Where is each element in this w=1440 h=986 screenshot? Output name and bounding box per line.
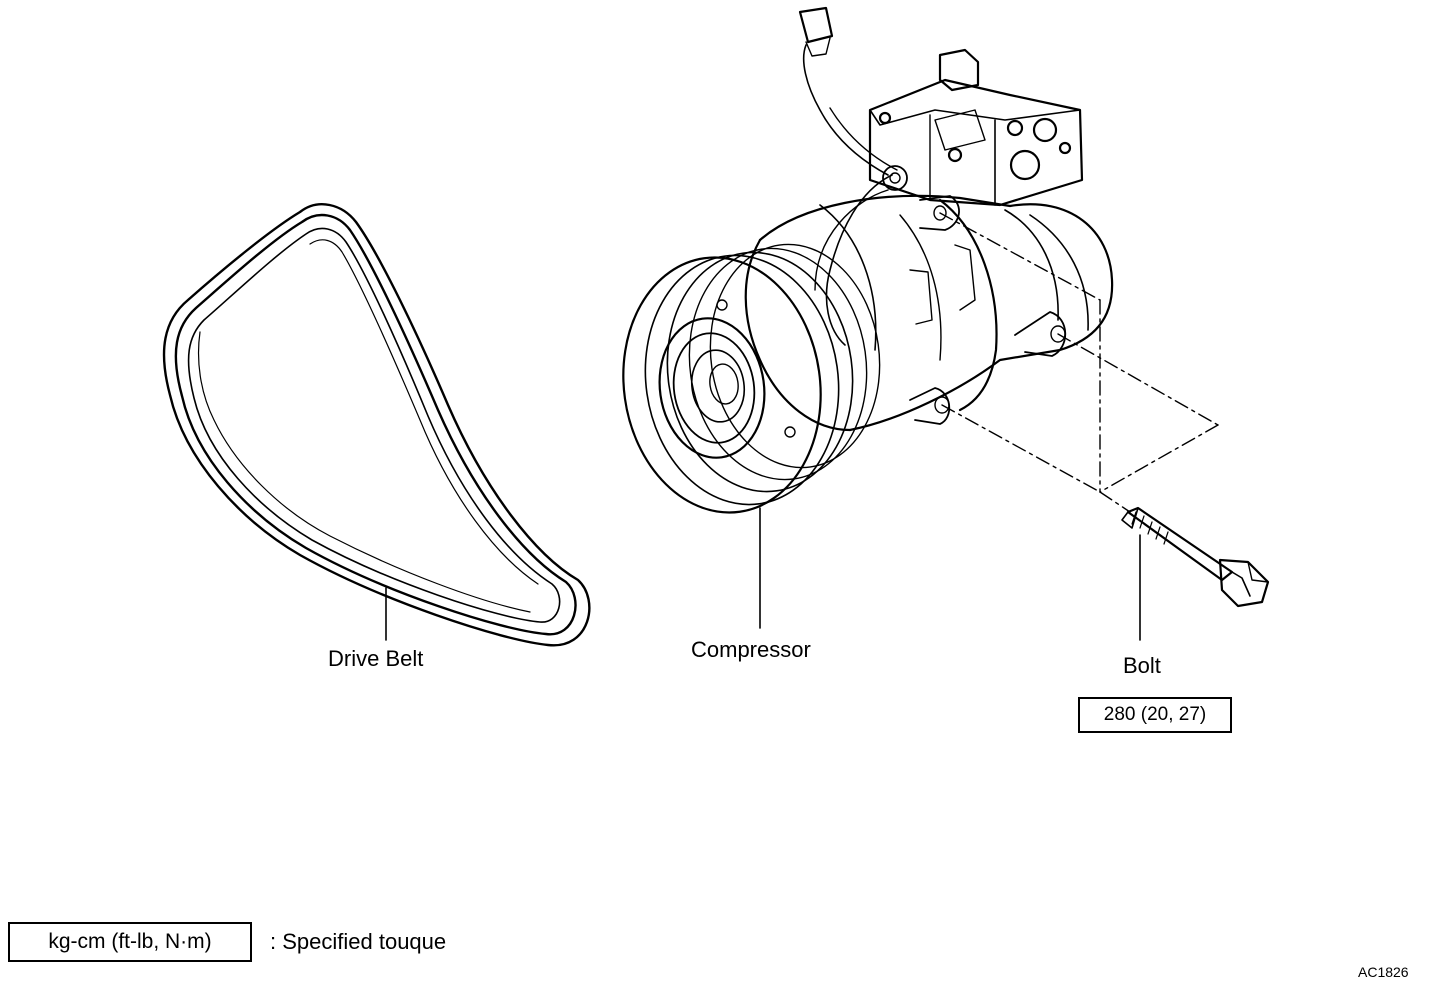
bolt-icon [1121,506,1270,608]
drive-belt-icon [162,203,591,647]
torque-legend-description: : Specified touque [270,929,447,954]
compressor-label: Compressor [691,637,811,662]
drive-belt-label: Drive Belt [328,646,424,671]
mounting-alignment-lines [939,212,1219,513]
compressor-icon [622,6,1114,514]
bolt-torque-spec: 280 (20, 27) [1078,697,1232,733]
figure-code: AC1826 [1358,964,1409,980]
bolt-label: Bolt [1123,653,1161,678]
torque-unit-legend-box: kg-cm (ft-lb, N·m) [8,922,252,962]
